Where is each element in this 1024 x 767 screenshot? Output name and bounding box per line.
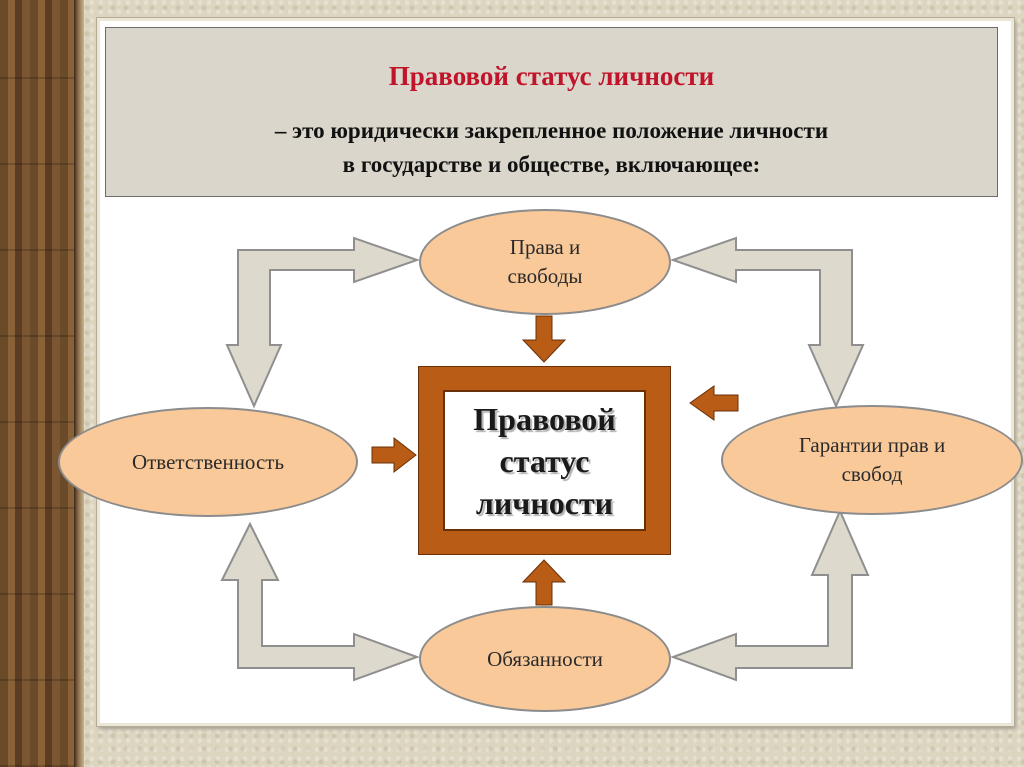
central-concept-line-3: личности (475, 484, 614, 521)
definition-line-2: в государстве и обществе, включающее: (342, 152, 761, 177)
page-title: Правовой статус личности (388, 61, 715, 91)
central-concept-line-1: Правовой (473, 400, 616, 437)
arrow-top-to-right (669, 236, 865, 409)
node-duties-line-1: Обязанности (487, 646, 603, 671)
node-responsibility-line-1: Ответственность (131, 449, 285, 474)
definition-text: – это юридически закрепленное положение … (106, 114, 997, 182)
arrow-top-into-center (521, 315, 567, 363)
node-rights-line-1: Права и (509, 235, 581, 259)
node-rights-line-2: свободы (507, 264, 583, 288)
node-rights-and-freedoms: Права и свободы (419, 209, 671, 315)
arrow-bottom-into-center (521, 559, 567, 606)
wood-border-decoration (0, 0, 84, 767)
definition-header: Правовой статус личности – это юридическ… (105, 27, 998, 197)
arrow-top-to-left (225, 236, 421, 409)
central-concept-frame: Правовой статус личности (418, 366, 671, 555)
arrow-left-into-center (371, 436, 417, 474)
central-concept: Правовой статус личности (443, 390, 646, 531)
node-duties: Обязанности (419, 606, 671, 712)
node-guarantees-line-2: свобод (841, 462, 903, 486)
arrow-left-to-bottom (220, 521, 420, 682)
arrow-right-to-bottom (670, 508, 870, 682)
node-guarantees: Гарантии прав и свобод (721, 405, 1023, 515)
central-concept-line-2: статус (499, 442, 590, 479)
node-responsibility: Ответственность (58, 407, 358, 517)
definition-line-1: – это юридически закрепленное положение … (274, 118, 829, 143)
node-guarantees-line-1: Гарантии прав и (798, 433, 946, 457)
arrow-right-into-center (689, 385, 739, 421)
